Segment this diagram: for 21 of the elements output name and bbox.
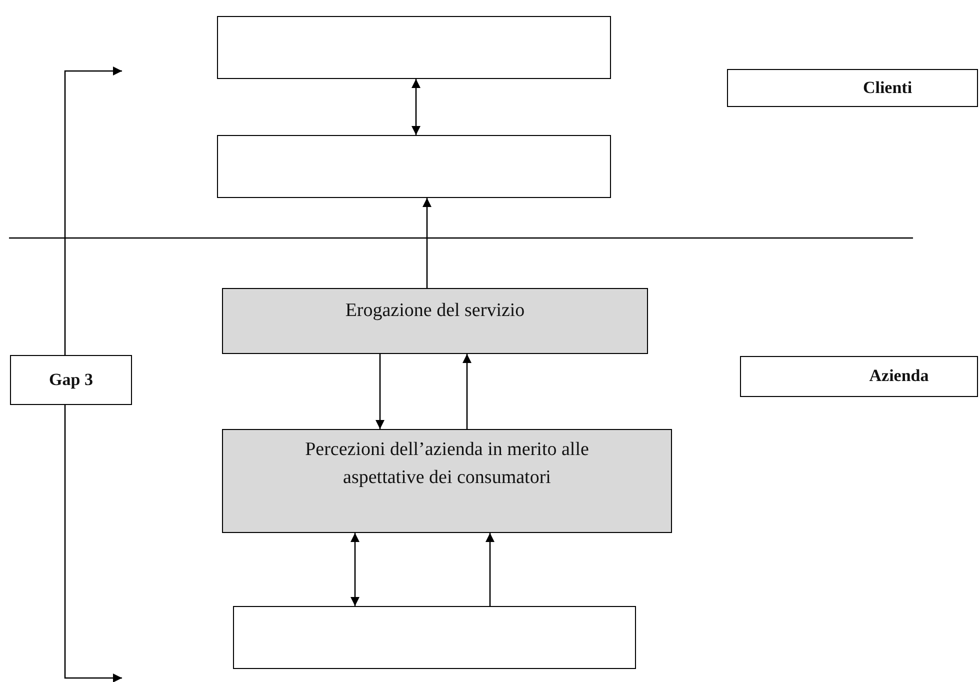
process-box <box>727 69 978 107</box>
empty-box <box>217 135 611 198</box>
arrow <box>64 66 122 355</box>
box-label: Gap 3 <box>49 368 93 391</box>
process-box <box>222 288 648 354</box>
box-label: Erogazione del servizio <box>345 299 525 323</box>
arrow <box>376 354 384 429</box>
arrow <box>412 79 420 135</box>
box-label: Clienti <box>862 76 912 99</box>
box-label: Percezioni dell’azienda in merito alle aspettative dei consumatori <box>304 438 590 490</box>
arrow <box>462 354 472 429</box>
process-box <box>222 429 672 533</box>
arrow <box>422 198 432 288</box>
arrow <box>486 533 494 606</box>
process-box <box>740 356 978 397</box>
arrow <box>64 405 122 682</box>
process-box <box>10 355 132 405</box>
empty-box <box>233 606 636 669</box>
arrow <box>350 533 360 606</box>
box-label: Azienda <box>869 365 929 388</box>
empty-box <box>217 16 611 79</box>
